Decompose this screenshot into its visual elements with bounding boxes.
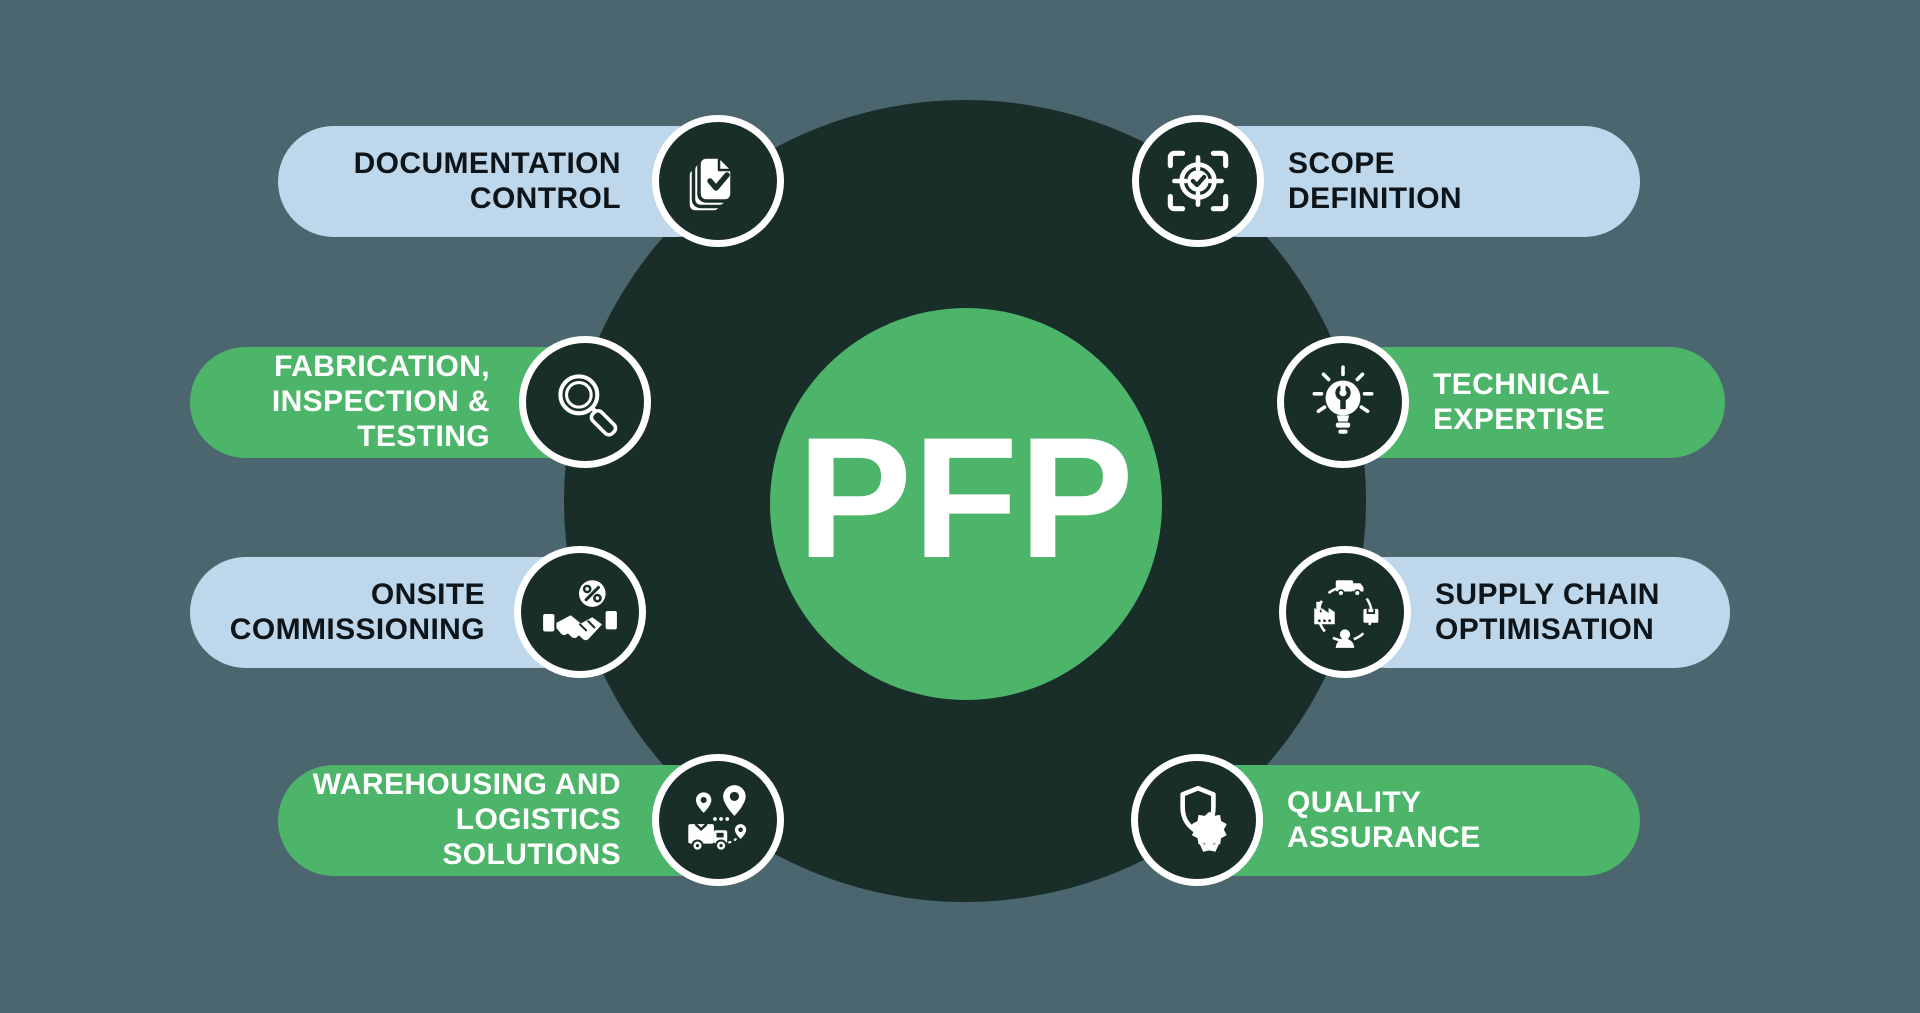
lightbulb-wrench-icon	[1277, 336, 1409, 468]
handshake-percent-icon	[514, 546, 646, 678]
supply-chain-cycle-icon	[1279, 546, 1411, 678]
pill-label: SUPPLY CHAIN OPTIMISATION	[1435, 577, 1660, 646]
truck-location-icon	[652, 754, 784, 886]
target-check-icon	[1132, 115, 1264, 247]
pill-quality-assurance: QUALITY ASSURANCE	[1182, 765, 1640, 876]
shield-badge-icon	[1131, 754, 1263, 886]
pill-label: TECHNICAL EXPERTISE	[1433, 367, 1610, 436]
pill-label: FABRICATION, INSPECTION & TESTING	[271, 350, 490, 453]
center-brand-circle: PFP	[770, 308, 1162, 700]
documents-check-icon	[652, 115, 784, 247]
pill-scope-definition: SCOPE DEFINITION	[1183, 126, 1640, 237]
magnifier-icon	[519, 336, 651, 468]
pill-label: QUALITY ASSURANCE	[1287, 785, 1481, 854]
pill-label: DOCUMENTATION CONTROL	[353, 146, 621, 215]
brand-title: PFP	[797, 402, 1135, 594]
pill-label: ONSITE COMMISSIONING	[229, 577, 485, 646]
pill-label: SCOPE DEFINITION	[1288, 146, 1462, 215]
pill-label: WAREHOUSING AND LOGISTICS SOLUTIONS	[312, 768, 621, 871]
